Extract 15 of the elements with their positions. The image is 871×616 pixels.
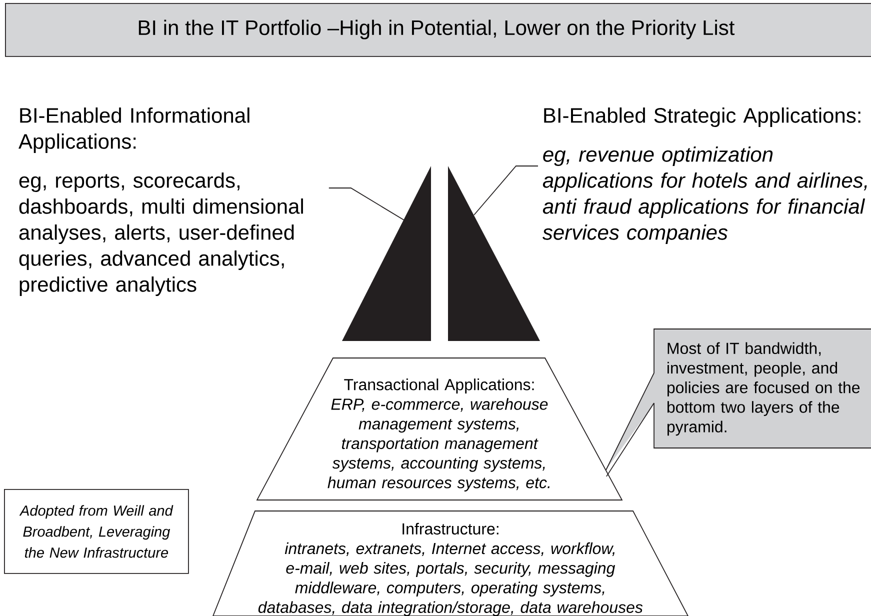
heading: BI-Enabled Informational Applications: (18, 107, 250, 154)
callout-box: Most of IT bandwidth, investment, people, and policies are focused on the bottom two layers of the pyramid. (606, 328, 871, 470)
description: eg, reports, scorecards, dashboards, multi dimensional analyses, alerts, user-defined queries, advanced analytics, predictive analytics (19, 172, 303, 296)
layer-description: ERP, e-commerce, warehouse management systems, transportation management systems, accounting systems, human resources systems, etc. (328, 398, 550, 492)
description: eg, revenue optimization applications for hotels and airlines, anti fraud applications for financial services companies (542, 146, 867, 244)
triangle (448, 166, 540, 341)
title-banner: BI in the IT Portfolio –High in Potential, Lower on the Priority List (5, 3, 871, 57)
layer-description: intranets, extranets, Internet access, workflow, e-mail, web sites, portals, security, messaging middleware, computers, operating systems, databases, data integration/storage, data warehouses (258, 542, 643, 616)
note-box: Adopted from Weill and Broadbent, Leveraging the New Infrastructure (4, 489, 189, 574)
leader-line (328, 188, 404, 220)
heading: BI-Enabled Strategic Applications: (544, 107, 860, 128)
triangle (342, 166, 431, 341)
layer-heading: Transactional Applications: (344, 378, 534, 394)
layer-heading: Infrastructure: (402, 522, 498, 535)
leader-line (474, 166, 538, 216)
